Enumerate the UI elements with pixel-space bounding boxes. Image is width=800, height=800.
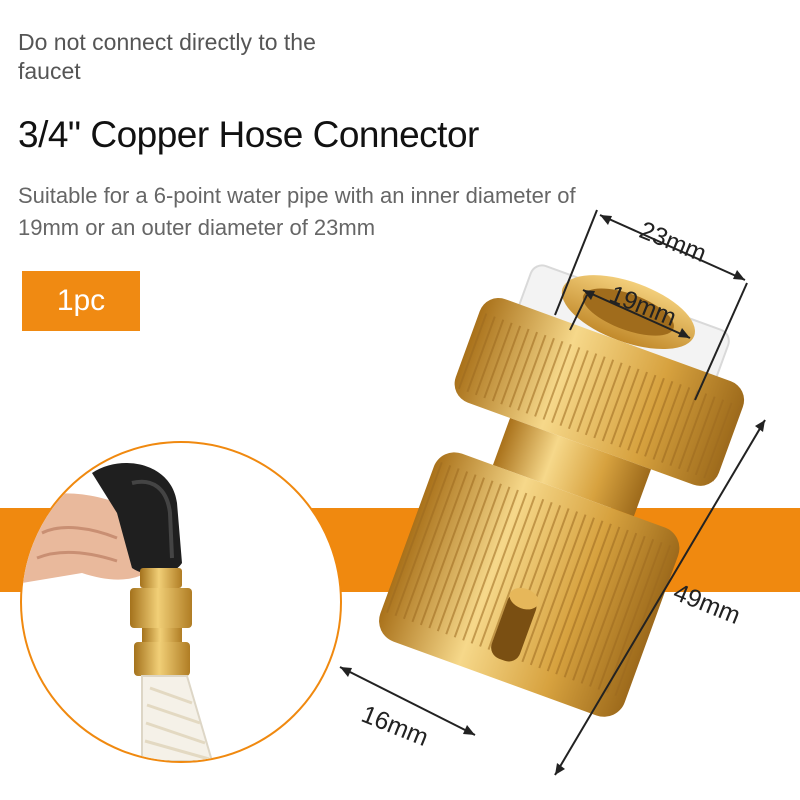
usage-photo bbox=[20, 441, 342, 763]
warning-note: Do not connect directly to the faucet bbox=[18, 29, 316, 84]
product-description: Suitable for a 6-point water pipe with a… bbox=[18, 183, 576, 240]
quantity-badge: 1pc bbox=[22, 271, 140, 331]
product-title: 3/4" Copper Hose Connector bbox=[18, 114, 479, 155]
hand-holding-sprayer-illustration bbox=[22, 463, 214, 761]
